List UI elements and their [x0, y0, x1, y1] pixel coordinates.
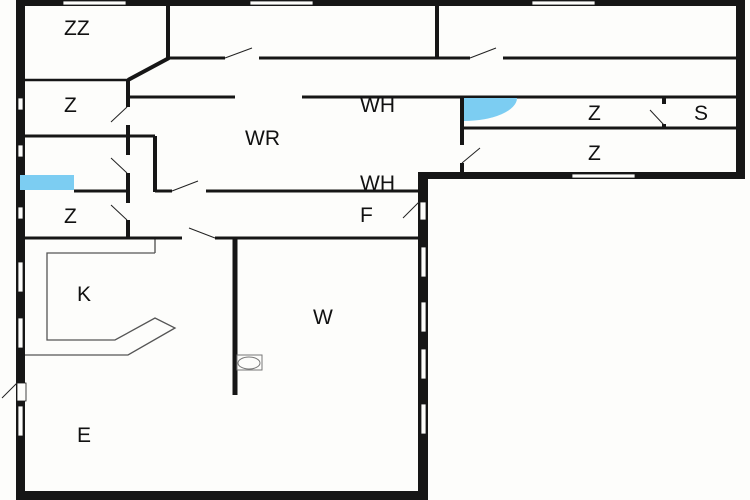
room-label-f: F: [360, 204, 373, 227]
blue-door-arc: [464, 98, 517, 121]
room-label-wh2: WH: [360, 172, 395, 195]
room-label-zz: ZZ: [64, 17, 90, 40]
exterior-walls: [16, 0, 745, 500]
room-label-z1: Z: [64, 94, 77, 117]
room-label-z2: Z: [64, 205, 77, 228]
room-label-z3: Z: [588, 102, 601, 125]
room-labels: ZZ Z WR WH WH Z F Z S Z K W E: [64, 17, 708, 447]
room-label-z4: Z: [588, 142, 601, 165]
sink-icon: [236, 354, 263, 371]
windows: [16, 0, 636, 437]
room-label-k: K: [77, 283, 91, 306]
interior-walls: [25, 5, 740, 395]
room-label-wr: WR: [245, 127, 280, 150]
room-label-s: S: [694, 102, 708, 125]
room-label-w: W: [313, 306, 333, 329]
sink-basin: [237, 356, 261, 370]
blue-fixture: [20, 175, 74, 190]
kitchen-counter: [25, 252, 177, 356]
door-swings: [1, 47, 665, 399]
room-label-wh1: WH: [360, 94, 395, 117]
fixtures: [20, 98, 517, 371]
room-label-e: E: [77, 424, 91, 447]
